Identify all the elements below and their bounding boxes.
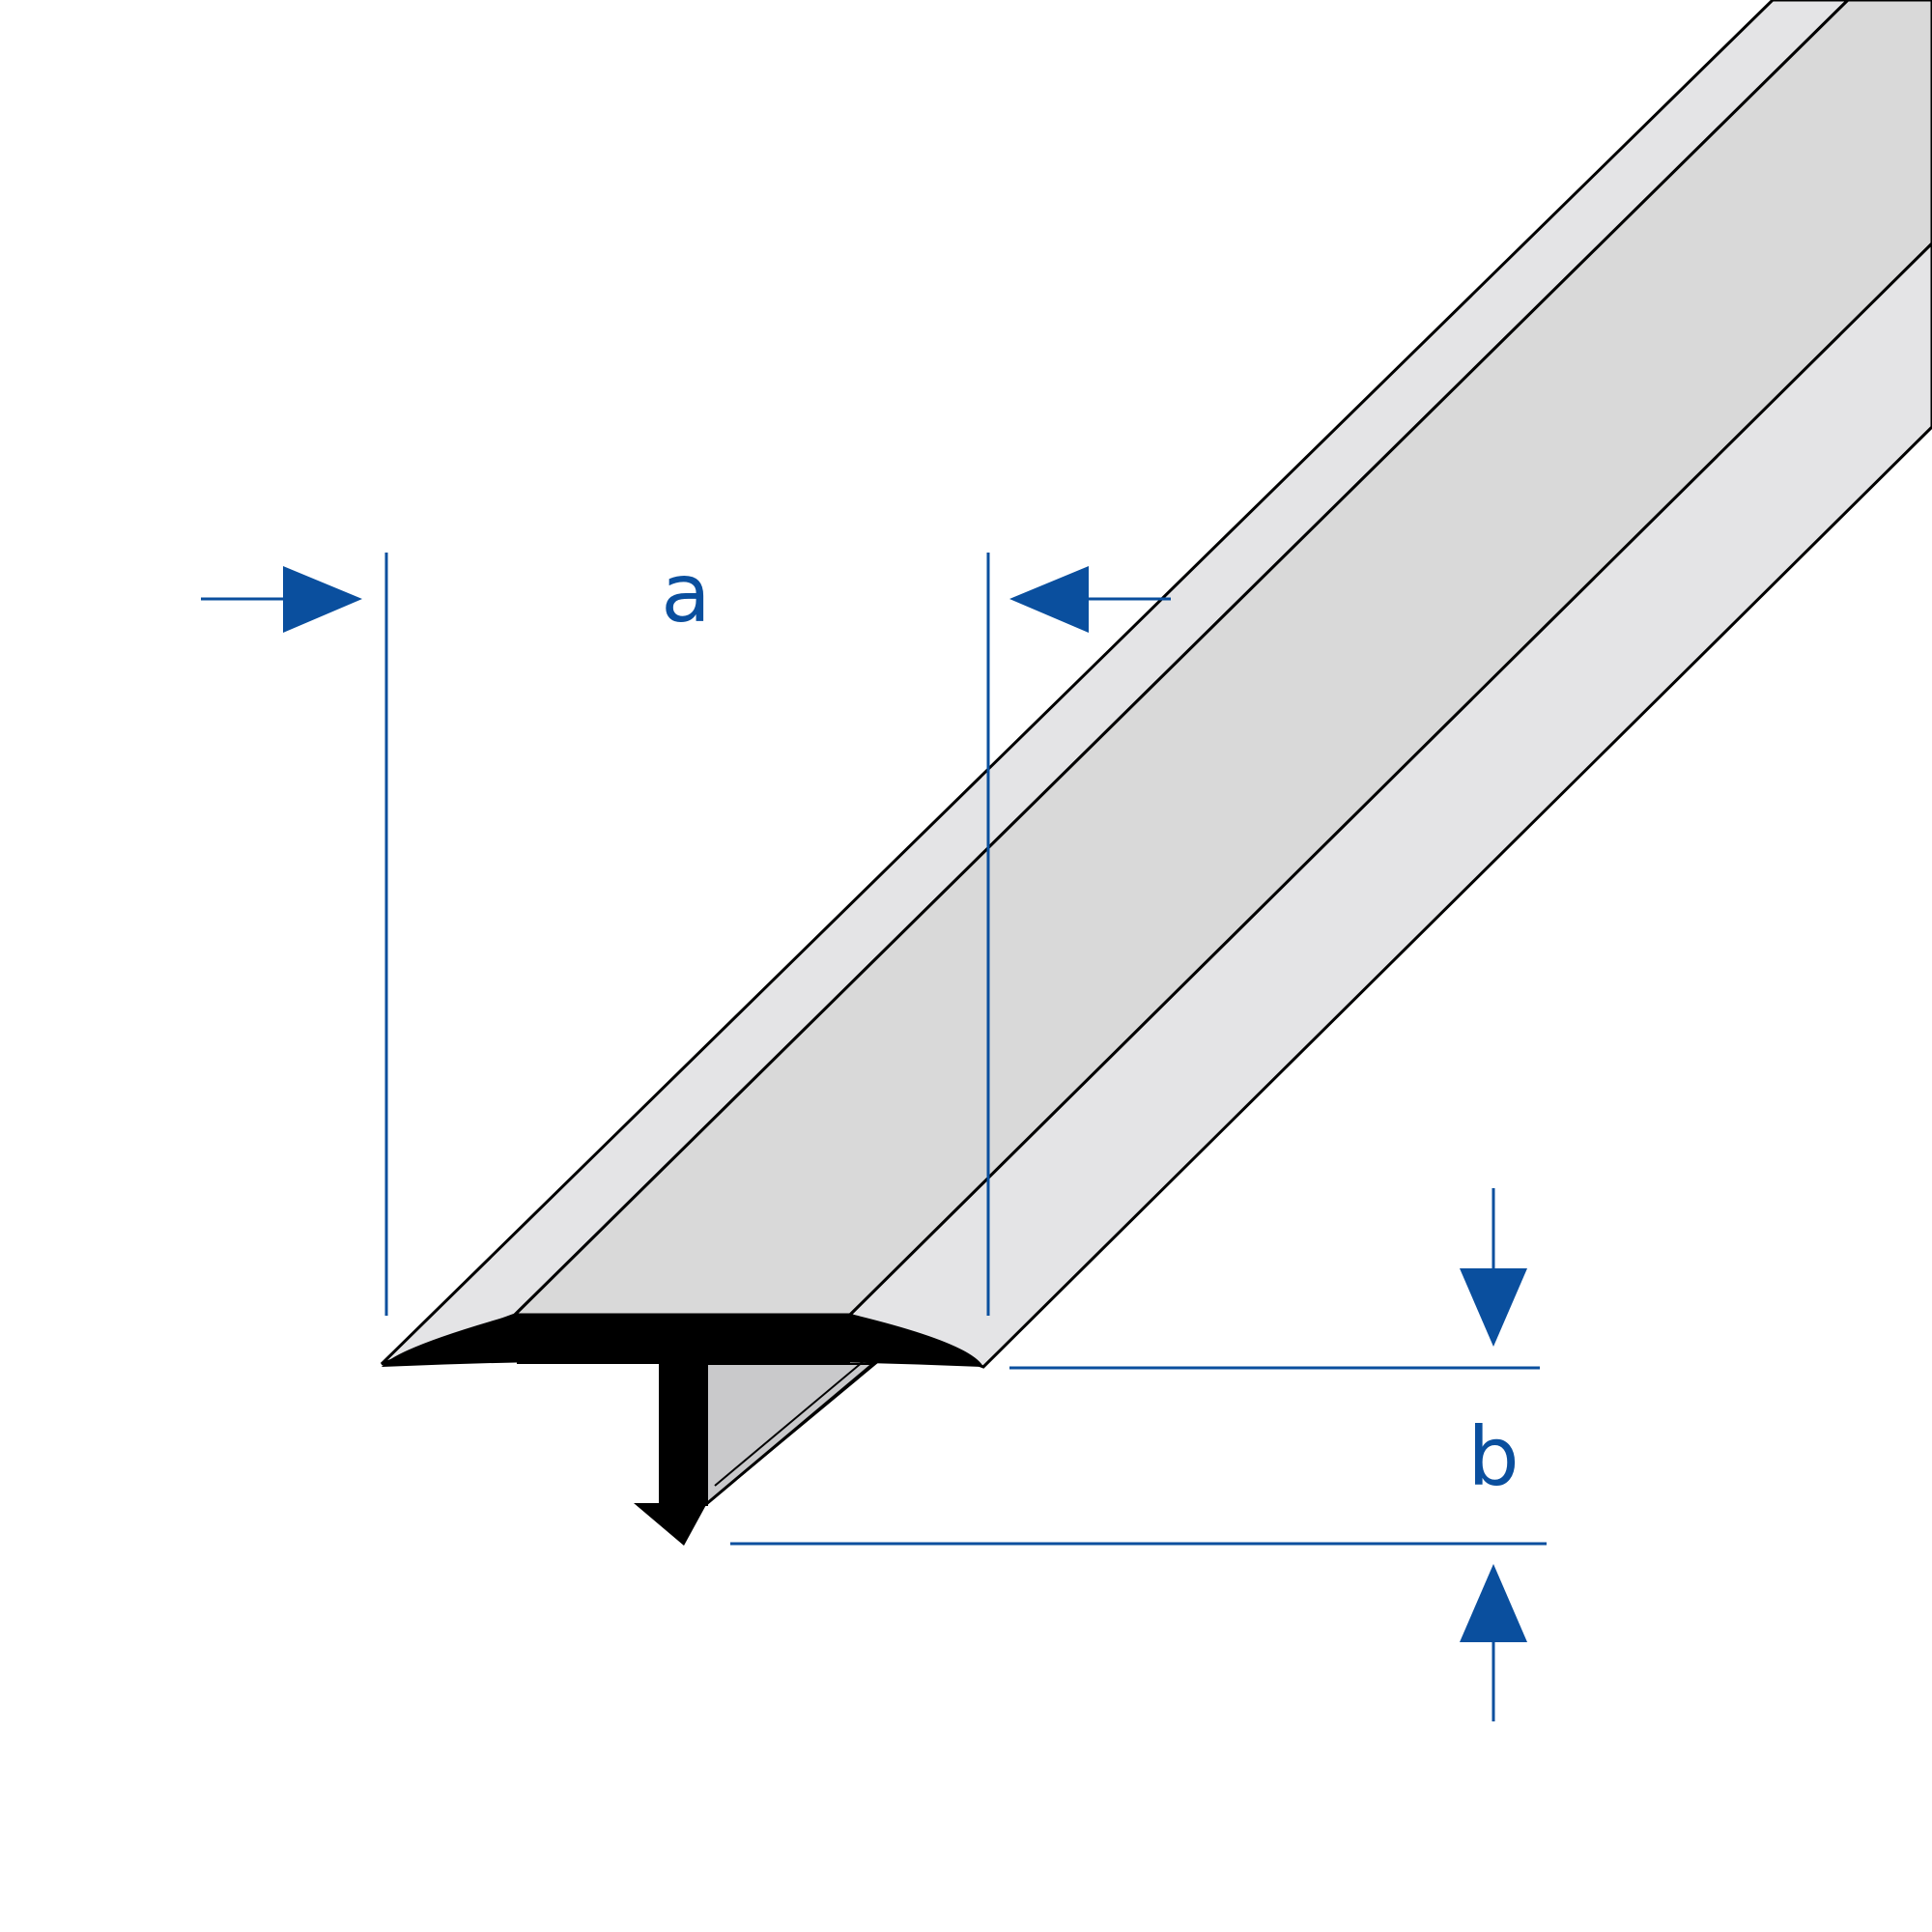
dimension-b-label: b [1467,1409,1519,1504]
profile-stem-edge [704,1360,876,1507]
profile-cross-section [382,1314,983,1546]
dimension-a: a [201,546,1171,1316]
dimension-a-arrow-left [283,566,362,633]
t-stem-tip [634,1503,707,1546]
t-flange-body [517,1314,850,1364]
dimension-b-arrow-bottom [1460,1564,1527,1642]
profile-stem-edge-inner [714,1355,870,1487]
t-stem [659,1360,707,1505]
dimension-a-arrow-right [1009,566,1089,633]
dimension-a-label: a [661,546,710,640]
profile-body [380,0,1932,1507]
dimension-b-arrow-top [1460,1268,1527,1347]
dimension-b: b [730,1188,1547,1721]
